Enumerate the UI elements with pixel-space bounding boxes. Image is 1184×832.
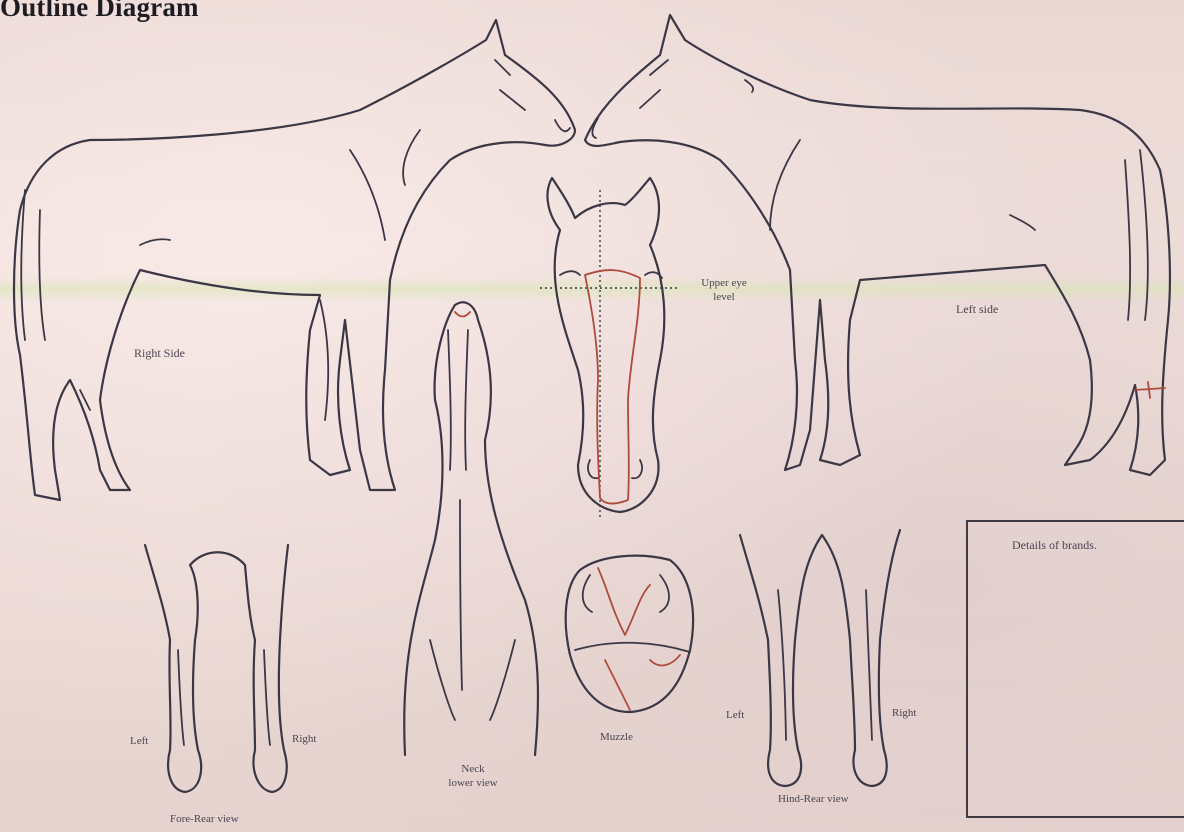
label-upper-eye-level: Upper eye level xyxy=(694,276,754,304)
neck-lower-view xyxy=(404,302,538,755)
fore-rear-legs xyxy=(145,545,288,792)
label-neck-lower-view: Neck lower view xyxy=(428,762,518,790)
left-side-horse xyxy=(585,15,1170,475)
brand-details-title: Details of brands. xyxy=(1012,538,1097,553)
brand-details-box: Details of brands. xyxy=(966,520,1184,818)
label-muzzle: Muzzle xyxy=(600,730,633,744)
hind-rear-legs xyxy=(740,530,900,786)
right-side-horse xyxy=(14,20,575,500)
label-hind-right: Right xyxy=(892,706,916,720)
label-left-side: Left side xyxy=(956,302,998,316)
label-hind-left: Left xyxy=(726,708,744,722)
label-right-side: Right Side xyxy=(134,346,185,360)
label-fore-right: Right xyxy=(292,732,316,746)
label-fore-rear-view: Fore-Rear view xyxy=(170,812,239,826)
muzzle-view xyxy=(566,556,693,712)
page-title: Outline Diagram xyxy=(0,0,199,23)
label-fore-left: Left xyxy=(130,734,148,748)
front-head-view xyxy=(540,178,680,520)
label-hind-rear-view: Hind-Rear view xyxy=(778,792,849,806)
